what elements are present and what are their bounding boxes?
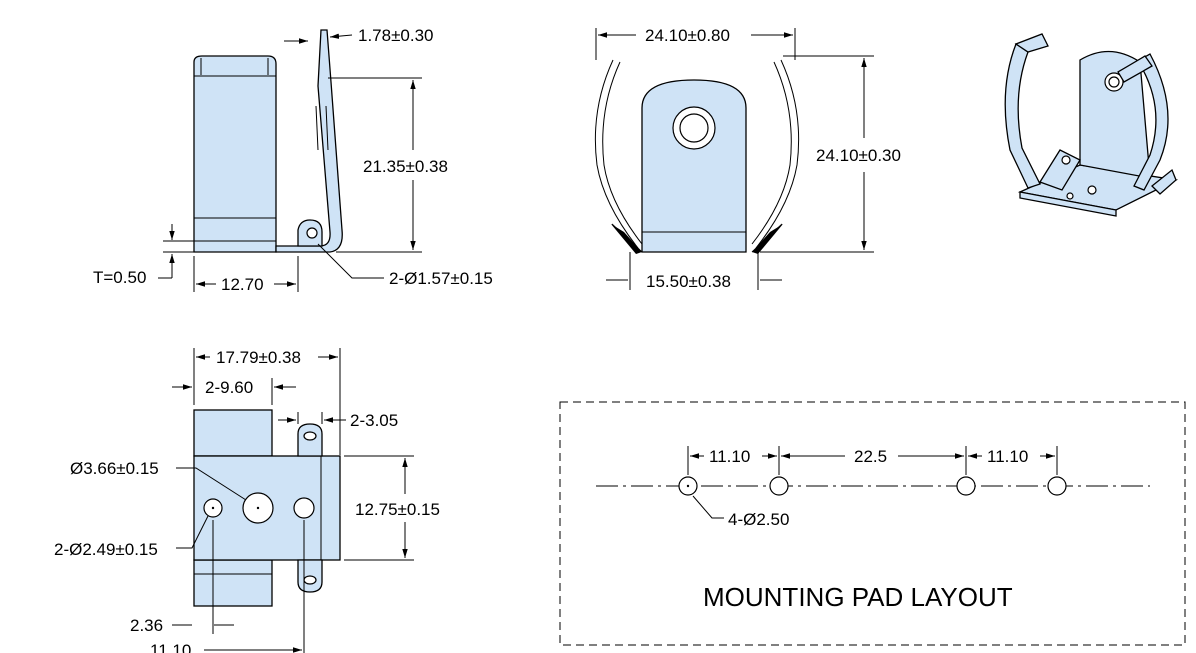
pad-hole-4 [1047,476,1067,496]
dim-pad-left: 11.10 [709,447,750,466]
dim-front-base: 15.50±0.38 [646,272,731,291]
iso-right-arm [1117,53,1169,191]
dim-side-width: 12.70 [221,275,264,294]
dim-pad-mid: 22.5 [854,447,887,466]
side-view-tab-hole [306,227,318,239]
mounting-pad-frame [559,401,1186,646]
dim-side-clip-thickness: 1.78±0.30 [358,26,434,45]
dim-bottom-center-hole: Ø3.66±0.15 [70,459,159,478]
dim-side-thickness: T=0.50 [93,268,146,287]
dim-bottom-spacing: 11.10 [150,641,191,653]
bottom-view-right-hole [293,497,315,519]
bottom-view: 17.79±0.38 2-9.60 2-3.05 12.75±0.15 Ø3.6… [54,348,440,653]
dim-front-top-width: 24.10±0.80 [645,26,730,45]
dim-bottom-side-holes: 2-Ø2.49±0.15 [54,540,158,559]
side-view-spring-clip [275,29,343,253]
front-view-inner-ring [679,113,709,143]
front-view-backplate [641,79,747,253]
side-view: 1.78±0.30 21.35±0.38 T=0.50 12.70 2-Ø1.5… [93,26,493,294]
bottom-view-bottom-slot [193,559,273,607]
dim-pad-right: 11.10 [987,447,1028,466]
front-view-right-arm [751,59,800,249]
front-view-left-arm [594,59,643,249]
pad-hole-3 [956,476,976,496]
mounting-pad-title: MOUNTING PAD LAYOUT [703,582,1013,612]
dim-side-height: 21.35±0.38 [363,157,448,176]
dim-bottom-overall: 17.79±0.38 [216,348,301,367]
dim-pad-holes: 4-Ø2.50 [728,510,789,529]
iso-left-arm [1004,43,1041,189]
dim-bottom-depth: 12.75±0.15 [355,500,440,519]
mounting-pad-layout: 11.10 22.5 11.10 4-Ø2.50 MOUNTING PAD LA… [559,401,1186,646]
front-view: 24.10±0.80 24.10±0.30 15.50±0.38 [594,26,901,291]
dim-bottom-tab: 2-3.05 [350,411,398,430]
dim-front-height: 24.10±0.30 [816,146,901,165]
bottom-view-top-slot [193,409,273,457]
dim-bottom-slot: 2-9.60 [205,378,253,397]
side-view-body [193,55,277,253]
pad-hole-2 [769,476,789,496]
dim-side-holes: 2-Ø1.57±0.15 [389,269,493,288]
isometric-view [1004,33,1179,217]
dim-bottom-offset: 2.36 [130,616,163,635]
